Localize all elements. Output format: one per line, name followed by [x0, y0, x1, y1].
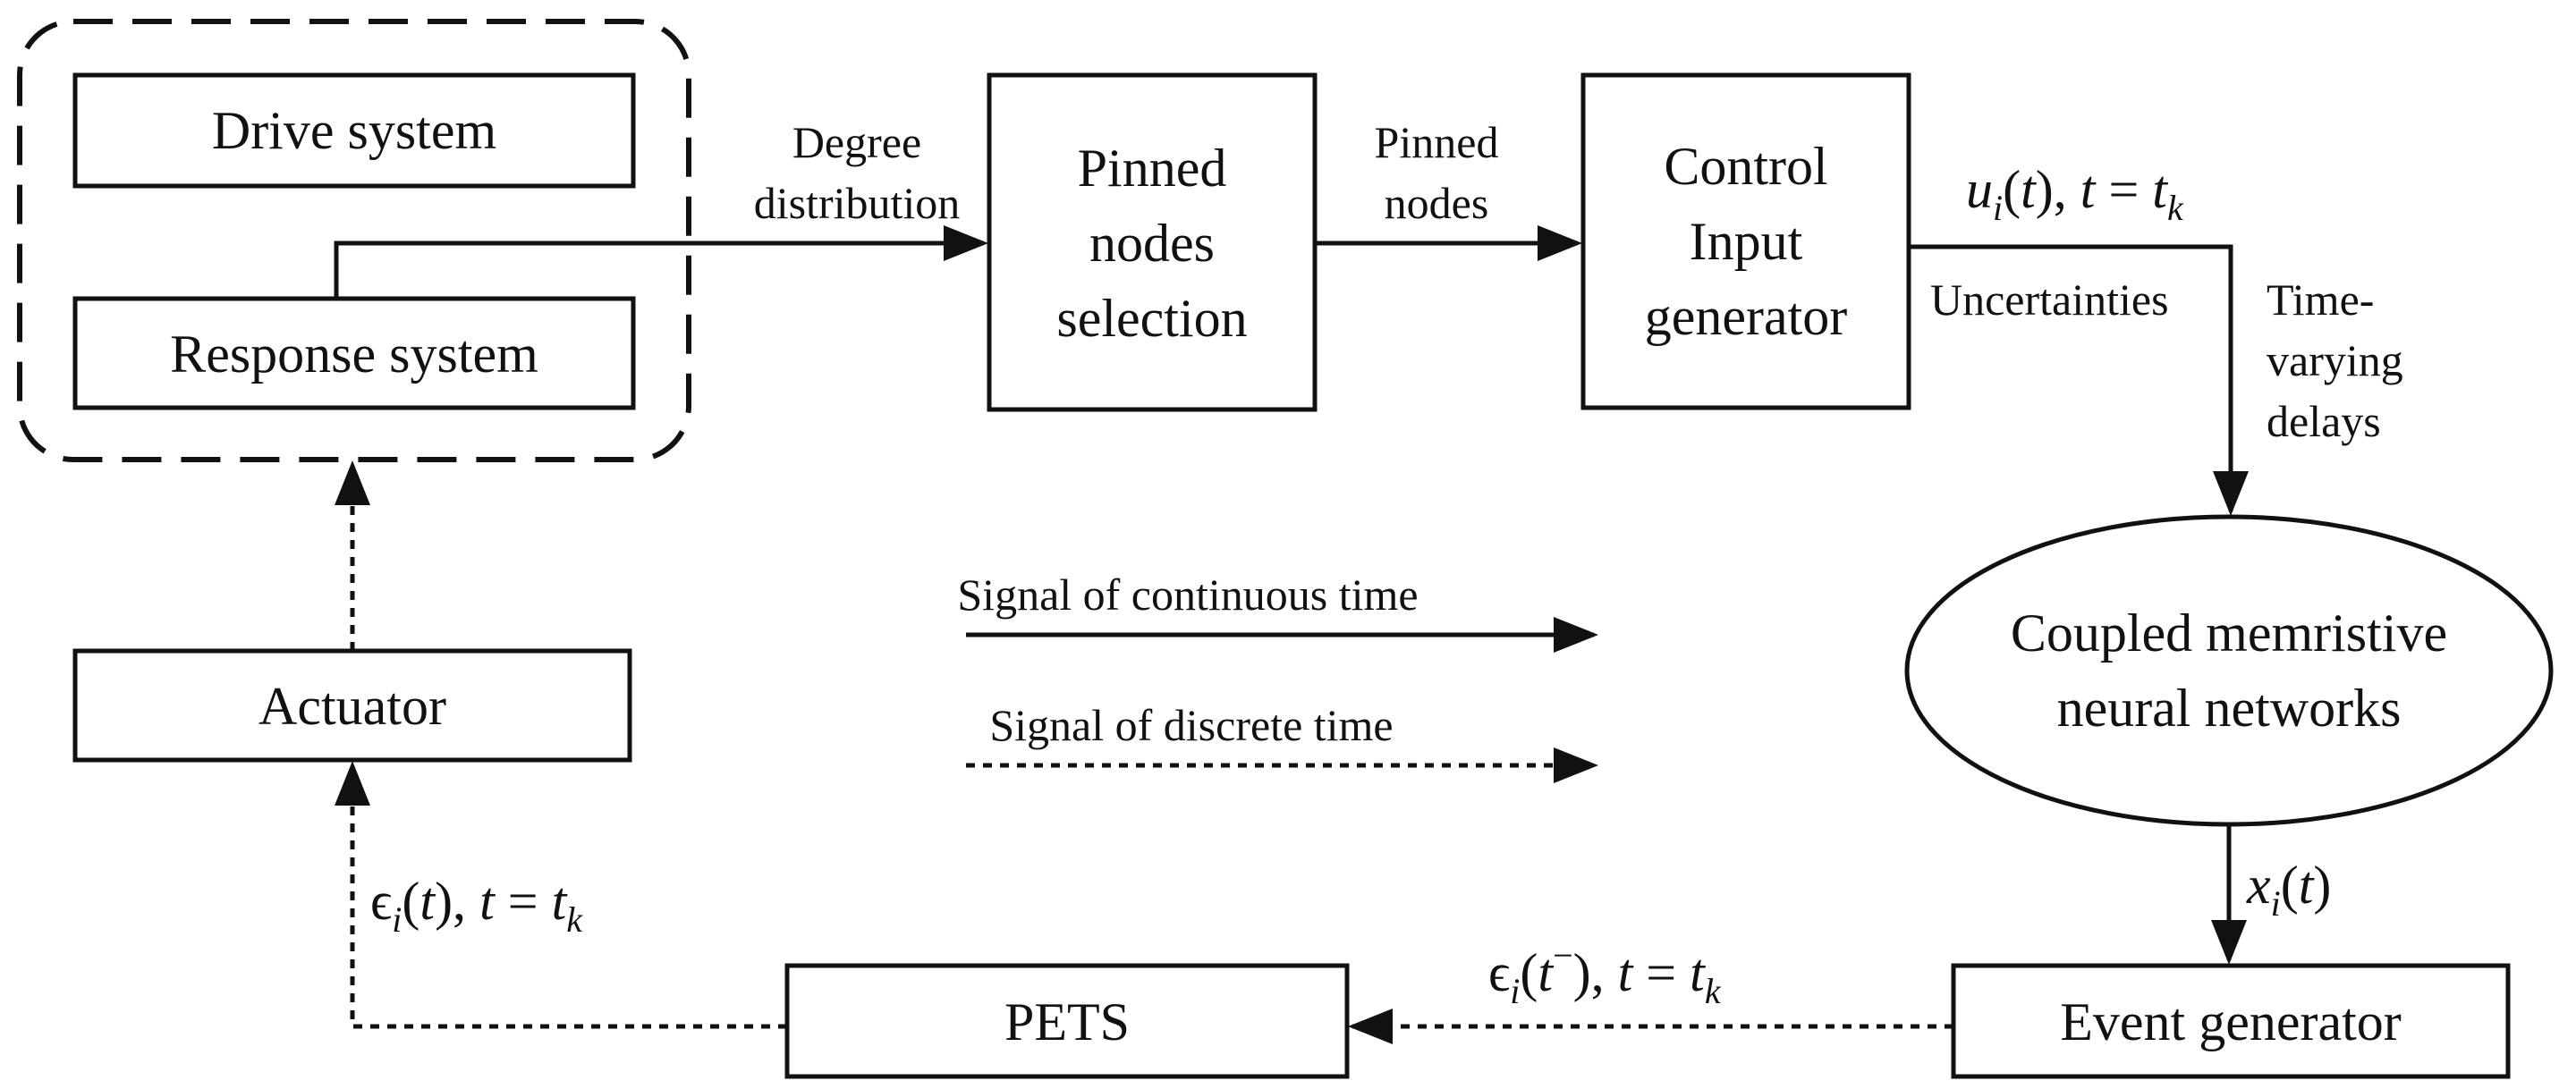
event-generator-label: Event generator [2060, 992, 2401, 1051]
pinned-nodes-label-line-2: nodes [1385, 178, 1489, 228]
delays-label-line-1: Time- [2267, 274, 2374, 325]
coupled-networks-line-1: Coupled memristive [2011, 604, 2447, 663]
actuator-label: Actuator [258, 677, 446, 736]
error-signal-label: ϵi(t), t = tk [370, 872, 583, 940]
pinned-selection-line-3: selection [1056, 289, 1247, 348]
pets-label: PETS [1004, 992, 1130, 1051]
drive-system-block: Drive system [72, 72, 636, 189]
event-signal-label: ϵi(t−), t = tk [1488, 935, 1722, 1011]
pinned-nodes-label-line-1: Pinned [1375, 117, 1499, 167]
control-generator-line-2: Input [1690, 212, 1803, 271]
legend-discrete-label: Signal of discrete time [989, 700, 1393, 750]
pinned-selection-line-2: nodes [1089, 214, 1215, 273]
pinned-nodes-selection-block: Pinned nodes selection [987, 72, 1318, 412]
coupled-networks-line-2: neural networks [2057, 679, 2402, 738]
coupled-networks-node: Coupled memristive neural networks [1904, 514, 2554, 827]
control-input-generator-block: Control Input generator [1580, 72, 1911, 410]
degree-label-line-1: Degree [792, 117, 921, 167]
control-signal-label: ui(t), t = tk [1966, 160, 2184, 228]
pets-block: PETS [784, 963, 1350, 1079]
response-system-block: Response system [72, 296, 636, 410]
response-system-label: Response system [170, 325, 538, 384]
state-signal-label: xi(t) [2246, 856, 2331, 924]
pinned-selection-line-1: Pinned [1078, 139, 1227, 198]
legend: Signal of continuous time Signal of disc… [957, 570, 1598, 783]
actuator-block: Actuator [72, 648, 632, 763]
arrow-pets-to-actuator [335, 761, 787, 1029]
delays-label-line-2: varying [2267, 335, 2403, 385]
legend-continuous-label: Signal of continuous time [957, 570, 1418, 620]
arrow-response-to-pinned-selection [334, 225, 988, 299]
control-generator-line-1: Control [1664, 137, 1827, 196]
delays-label-line-3: delays [2267, 396, 2381, 446]
degree-label-line-2: distribution [754, 178, 961, 228]
control-generator-line-3: generator [1645, 287, 1848, 346]
drive-system-label: Drive system [212, 101, 496, 160]
arrow-control-to-networks [1909, 244, 2249, 516]
uncertainties-label: Uncertainties [1930, 274, 2169, 325]
event-generator-block: Event generator [1951, 963, 2511, 1079]
